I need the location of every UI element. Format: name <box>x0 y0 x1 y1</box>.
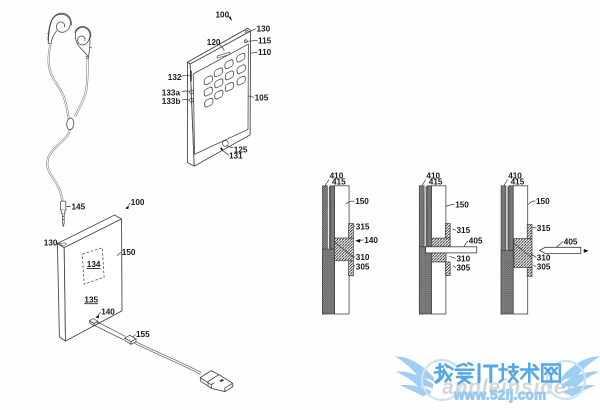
svg-text:115: 115 <box>258 37 272 46</box>
svg-text:130: 130 <box>257 25 271 34</box>
svg-text:110: 110 <box>258 48 272 57</box>
svg-text:405: 405 <box>564 237 578 246</box>
svg-text:135: 135 <box>84 295 98 304</box>
svg-text:150: 150 <box>536 197 550 206</box>
svg-text:315: 315 <box>537 224 551 233</box>
svg-text:310: 310 <box>356 253 370 262</box>
svg-text:134: 134 <box>87 260 101 269</box>
svg-text:131: 131 <box>229 152 243 161</box>
svg-text:415: 415 <box>511 178 525 187</box>
svg-text:132: 132 <box>168 73 182 82</box>
svg-text:415: 415 <box>332 178 346 187</box>
svg-text:120: 120 <box>207 38 221 47</box>
svg-text:315: 315 <box>356 222 370 231</box>
svg-text:130: 130 <box>44 239 58 248</box>
svg-text:155: 155 <box>136 330 150 339</box>
svg-text:305: 305 <box>457 264 471 273</box>
svg-text:100: 100 <box>216 11 230 20</box>
svg-text:405: 405 <box>469 236 483 245</box>
svg-text:145: 145 <box>72 202 86 211</box>
svg-text:125: 125 <box>234 145 248 154</box>
svg-text:133b: 133b <box>162 97 181 106</box>
svg-text:140: 140 <box>101 308 115 317</box>
svg-text:315: 315 <box>457 226 471 235</box>
svg-text:150: 150 <box>455 201 469 210</box>
svg-text:150: 150 <box>355 197 369 206</box>
svg-text:140: 140 <box>364 236 378 245</box>
svg-text:410: 410 <box>330 172 344 181</box>
svg-text:305: 305 <box>537 263 551 272</box>
svg-text:415: 415 <box>429 178 443 187</box>
svg-text:310: 310 <box>457 254 471 263</box>
svg-text:410: 410 <box>426 172 440 181</box>
svg-text:133a: 133a <box>162 89 181 98</box>
svg-text:100: 100 <box>131 198 145 207</box>
svg-text:www.52ij.com: www.52ij.com <box>453 388 546 403</box>
svg-text:305: 305 <box>356 262 370 271</box>
svg-text:150: 150 <box>122 248 136 257</box>
svg-text:310: 310 <box>537 253 551 262</box>
svg-text:410: 410 <box>508 172 522 181</box>
svg-text:105: 105 <box>255 94 269 103</box>
